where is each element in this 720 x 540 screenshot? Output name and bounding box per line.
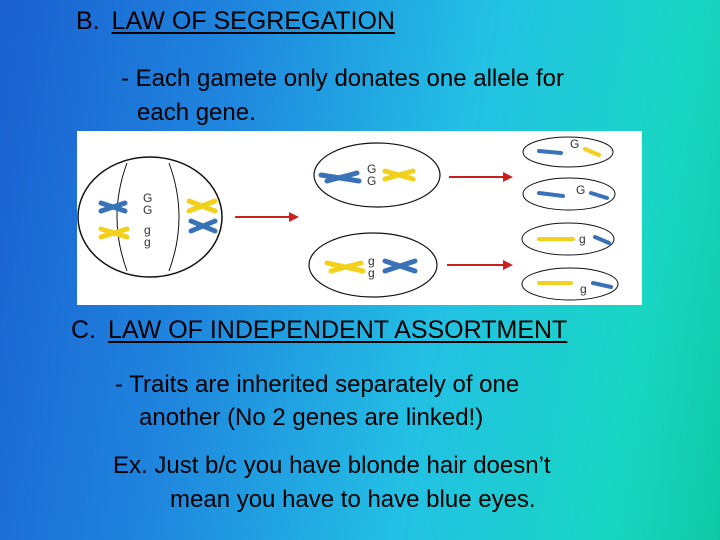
arrow-top-to-gametes xyxy=(449,172,513,182)
parent-chromosome-blue-left xyxy=(98,200,128,214)
parent-cell xyxy=(77,156,223,278)
section-c-letter: C. xyxy=(71,316,96,344)
section-c-title: LAW OF INDEPENDENT ASSORTMENT xyxy=(108,316,568,344)
example-line-1: Ex. Just b/c you have blonde hair doesn’… xyxy=(113,452,551,479)
gamete-label-1: G xyxy=(570,137,579,151)
arrow-parent-to-daughters xyxy=(235,212,299,222)
daughter-bottom-label-2: g xyxy=(368,266,375,280)
assortment-bullet-line-2: another (No 2 genes are linked!) xyxy=(139,404,484,431)
daughter-top-label-1: G xyxy=(367,162,376,176)
parent-chromosome-yellow-left xyxy=(98,226,130,240)
arrow-bottom-to-gametes xyxy=(447,260,513,270)
daughter-top-label-2: G xyxy=(367,174,376,188)
segregation-bullet-line-1: - Each gamete only donates one allele fo… xyxy=(121,65,564,92)
gamete-3 xyxy=(521,222,615,256)
daughter-top-chromosome-blue xyxy=(318,170,362,184)
parent-label-1: G xyxy=(143,191,152,205)
daughter-cell-top xyxy=(313,142,441,208)
daughter-top-chromosome-yellow xyxy=(382,168,416,182)
assortment-bullet-line-1: - Traits are inherited separately of one xyxy=(115,371,520,398)
section-b-letter: B. xyxy=(76,7,100,35)
segregation-bullet-line-2: each gene. xyxy=(137,99,256,126)
daughter-bottom-chromosome-yellow xyxy=(324,260,366,274)
gamete-2 xyxy=(522,177,616,211)
daughter-bottom-chromosome-blue xyxy=(382,258,418,274)
meiosis-diagram-graphic: G G g g G G g g xyxy=(77,136,619,301)
section-b-heading: B. LAW OF SEGREGATION xyxy=(76,7,395,36)
example-line-2: mean you have to have blue eyes. xyxy=(170,486,536,513)
segregation-diagram: G G g g G G g g xyxy=(77,131,642,305)
parent-chromosome-blue-right xyxy=(188,218,218,234)
parent-chromosome-yellow-right xyxy=(186,198,218,214)
parent-label-2: G xyxy=(143,203,152,217)
gamete-label-2: G xyxy=(576,183,585,197)
parent-label-4: g xyxy=(144,235,151,249)
daughter-cell-bottom xyxy=(308,232,438,298)
gamete-1 xyxy=(522,136,614,168)
parent-label-3: g xyxy=(144,223,151,237)
section-b-title: LAW OF SEGREGATION xyxy=(111,7,395,35)
spindle-right xyxy=(168,162,180,272)
gamete-label-3: g xyxy=(579,232,586,246)
gamete-label-4: g xyxy=(580,282,587,296)
daughter-bottom-label-1: g xyxy=(368,254,375,268)
spindle-left xyxy=(116,162,128,272)
section-c-heading: C. LAW OF INDEPENDENT ASSORTMENT xyxy=(71,316,567,345)
gamete-4 xyxy=(521,267,619,301)
